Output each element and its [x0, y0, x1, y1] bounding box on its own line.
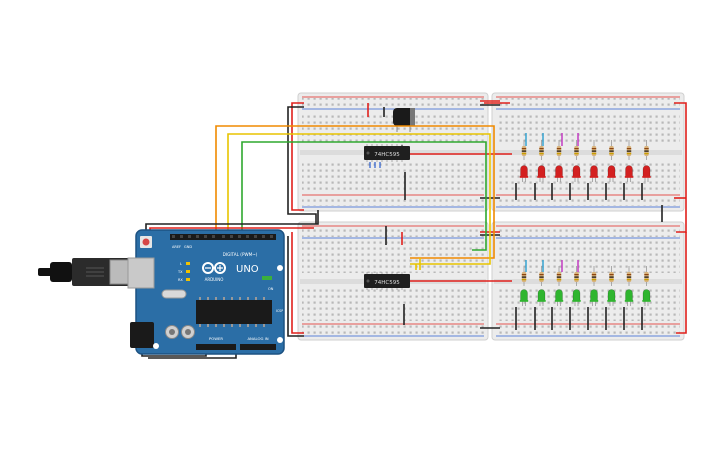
leds-top: [519, 165, 651, 182]
top-resistor-3: [556, 140, 562, 160]
top-led-1: [519, 165, 529, 182]
chip-bottom-label: 74HC595: [374, 280, 400, 286]
wire-green: [241, 141, 487, 251]
bottom-led-6: [607, 289, 616, 306]
bottom-led-3: [554, 289, 564, 306]
tx-label: TX: [177, 270, 183, 274]
top-resistor-5: [591, 140, 597, 160]
bottom-resistor-2: [539, 266, 544, 286]
chip-top-label: 74HC595: [374, 152, 400, 158]
rail-wires: [287, 100, 687, 337]
top-led-2: [537, 165, 546, 182]
leds-bottom: [519, 289, 651, 306]
arduino-logo: [202, 262, 226, 274]
bottom-led-7: [624, 289, 634, 306]
top-led-7: [624, 165, 634, 182]
resistors-top: [521, 140, 649, 160]
top-led-5: [589, 165, 599, 182]
bottom-resistor-8: [644, 266, 649, 286]
l-label: L: [180, 262, 182, 266]
top-resistor-4: [574, 140, 579, 160]
bottom-led-4: [572, 289, 581, 306]
bottom-led-2: [537, 289, 546, 306]
top-led-4: [572, 165, 581, 182]
shift-register-top: 74HC595: [364, 144, 410, 168]
bottom-resistor-4: [574, 266, 579, 286]
usb-cable: [38, 258, 135, 286]
arduino-board: DIGITAL (PWM~) AREF GND UNO ARDUINO L TX…: [127, 229, 285, 355]
icsp-label: ICSP: [276, 309, 283, 313]
top-resistor-6: [609, 140, 614, 160]
gnd-label: GND: [184, 245, 192, 249]
reset-button[interactable]: [142, 238, 150, 246]
analog-header-label: ANALOG IN: [247, 336, 268, 341]
output-wires: [410, 133, 579, 282]
top-led-8: [642, 165, 651, 182]
aref-label: AREF: [172, 245, 181, 249]
uno-logo-text: UNO: [236, 264, 259, 275]
top-resistor-1: [521, 140, 527, 160]
capacitor: [393, 108, 415, 132]
wire-yellow: [227, 133, 491, 265]
bottom-resistor-6: [609, 266, 614, 286]
bottom-resistor-7: [626, 266, 632, 286]
top-led-3: [554, 165, 564, 182]
top-resistor-7: [626, 140, 632, 160]
on-label: ON: [268, 287, 274, 291]
rx-label: RX: [178, 278, 183, 282]
power-header-label: POWER: [209, 336, 223, 341]
digital-header-label: DIGITAL (PWM~): [223, 252, 258, 257]
signal-wires: [215, 125, 495, 270]
bottom-resistor-3: [556, 266, 562, 286]
top-led-6: [607, 165, 616, 182]
bottom-led-1: [519, 289, 529, 306]
shift-register-bottom: 74HC595: [364, 272, 410, 290]
bottom-led-8: [642, 289, 651, 306]
arduino-brand-text: ARDUINO: [205, 277, 224, 282]
top-resistor-2: [539, 140, 544, 160]
top-resistor-8: [644, 140, 649, 160]
wire-orange: [215, 125, 495, 259]
bottom-led-5: [589, 289, 599, 306]
bottom-resistor-5: [591, 266, 597, 286]
bottom-resistor-1: [521, 266, 527, 286]
resistors-bottom: [521, 266, 649, 286]
